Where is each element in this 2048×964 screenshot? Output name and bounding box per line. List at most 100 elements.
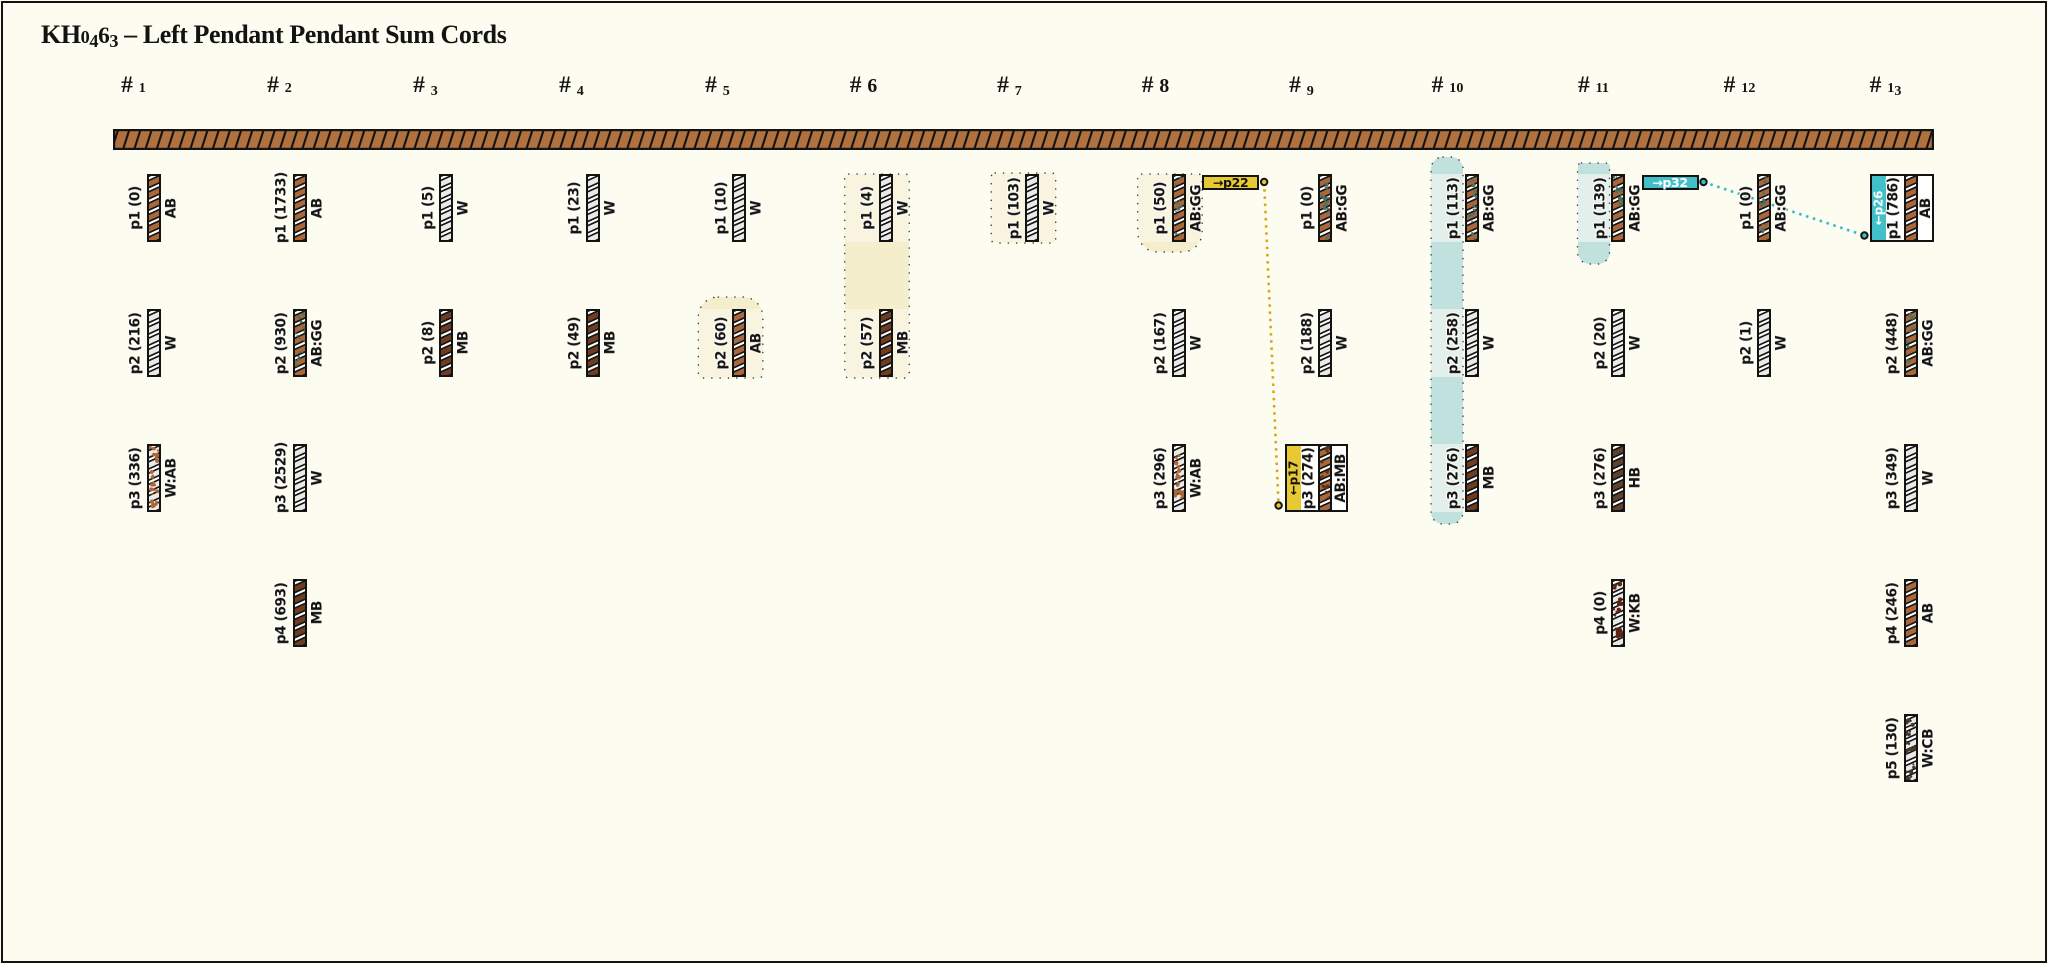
pendant-col9-p2-cord[interactable]: [1318, 309, 1333, 377]
pendant-col1-p3-label: p3 (336): [127, 447, 144, 509]
pendant-col3-p2-color-code: MB: [456, 331, 473, 355]
pendant-col4-p1-color-code: W: [602, 200, 619, 216]
column-header-1: # 1: [121, 72, 146, 98]
pendant-col13-p5-cord[interactable]: [1903, 714, 1918, 782]
column-header-12: # 12: [1723, 72, 1756, 98]
pendant-col13-p1-label: p1 (786): [1886, 177, 1903, 239]
connector-in-label: ←p26: [1871, 190, 1887, 226]
pendant-col13-p2-label: p2 (448): [1885, 312, 1902, 374]
pendant-col13-p4-label: p4 (246): [1885, 582, 1902, 644]
pendant-col4-p2-label: p2 (49): [567, 316, 584, 370]
pendant-col10-p3-color-code: MB: [1481, 466, 1498, 490]
pendant-col10-p3-label: p3 (276): [1445, 447, 1462, 509]
pendant-col1-p2-cord[interactable]: [146, 309, 161, 377]
connector-out-chip-p32[interactable]: →p32: [1641, 175, 1699, 190]
pendant-col5-p1-cord[interactable]: [732, 174, 747, 242]
pendant-col5-p2-color-code: AB: [749, 332, 766, 354]
pendant-col11-p3-color-code: HB: [1627, 467, 1644, 489]
pendant-col9-p2-color-code: W: [1334, 335, 1351, 351]
pendant-col12-p2-cord[interactable]: [1757, 309, 1772, 377]
pendant-col1-p1-label: p1 (0): [127, 186, 144, 230]
pendant-col4-p2-cord[interactable]: [585, 309, 600, 377]
pendant-col2-p2-label: p2 (930): [274, 312, 291, 374]
pendant-col6-p1-cord[interactable]: [878, 174, 893, 242]
column-header-13: # 13: [1869, 72, 1902, 100]
pendant-col6-p2-label: p2 (57): [860, 316, 876, 370]
pendant-col6-p2-cord[interactable]: [878, 309, 893, 377]
pendant-col11-p2-color-code: W: [1627, 335, 1644, 351]
connector-node: [1259, 177, 1269, 187]
pendant-col13-p2-cord[interactable]: [1903, 309, 1918, 377]
pendant-col5-p2-cord[interactable]: [732, 309, 747, 377]
column-header-7: # 7: [997, 72, 1022, 100]
pendant-col11-p4-cord[interactable]: [1611, 579, 1625, 647]
pendant-col9-p1-color-code: AB:GG: [1334, 184, 1351, 232]
pendant-col11-p3-label: p3 (276): [1592, 447, 1609, 509]
pendant-col13-p1-cord[interactable]: [1903, 174, 1918, 242]
pendant-col6-p1-label: p1 (4): [860, 186, 876, 230]
pendant-col7-p1-label: p1 (103): [1006, 177, 1023, 239]
pendant-col13-p5-color-code: W:CB: [1920, 728, 1937, 768]
pendant-col11-p4-color-code: W:KB: [1627, 593, 1644, 633]
pendant-col2-p1-cord[interactable]: [292, 174, 307, 242]
pendant-col11-p1-cord[interactable]: [1611, 174, 1625, 242]
pendant-col12-p1-cord[interactable]: [1757, 174, 1772, 242]
connector-node: [1274, 501, 1283, 510]
pendant-col2-p4-color-code: MB: [309, 601, 326, 625]
connector-out-chip-p22[interactable]: →p22: [1202, 175, 1260, 190]
pendant-col1-p1-cord[interactable]: [146, 174, 161, 242]
pendant-col8-p2-cord[interactable]: [1171, 309, 1186, 377]
pendant-col13-p2-color-code: AB:GG: [1920, 319, 1937, 367]
pendant-col8-p1-cord[interactable]: [1171, 174, 1186, 242]
pendant-col11-p2-cord[interactable]: [1611, 309, 1625, 377]
pendant-col9-p1-cord[interactable]: [1318, 174, 1333, 242]
pendant-col8-p3-cord[interactable]: [1171, 444, 1186, 512]
pendant-col7-p1-cord[interactable]: [1025, 174, 1040, 242]
pendant-col9-p3-color-code: AB:MB: [1332, 453, 1349, 503]
pendant-col2-p3-cord[interactable]: [292, 444, 307, 512]
pendant-col13-p4-cord[interactable]: [1903, 579, 1918, 647]
pendant-col8-p2-color-code: W: [1188, 335, 1205, 351]
pendant-col10-p1-cord[interactable]: [1464, 174, 1479, 242]
pendant-col11-p2-label: p2 (20): [1592, 316, 1609, 370]
pendant-col10-p2-cord[interactable]: [1464, 309, 1479, 377]
pendant-col11-p4-label: p4 (0): [1592, 591, 1609, 635]
connector-in-chip-p17[interactable]: ←p17: [1285, 446, 1301, 510]
pendant-col2-p1-label: p1 (1733): [274, 172, 291, 244]
pendant-col2-p2-cord[interactable]: [292, 309, 307, 377]
column-header-10: # 10: [1431, 72, 1464, 98]
pendant-col13-p1-color-code: AB: [1918, 197, 1935, 219]
pendant-col9-p3-cord[interactable]: [1318, 444, 1333, 512]
pendant-col4-p1-cord[interactable]: [585, 174, 600, 242]
pendant-col12-p2-color-code: W: [1774, 335, 1791, 351]
connector-in-chip-p26[interactable]: ←p26: [1871, 176, 1887, 240]
pendant-col2-p2-color-code: AB:GG: [309, 319, 326, 367]
column-header-5: # 5: [705, 72, 730, 100]
pendant-col13-p3-cord[interactable]: [1903, 444, 1918, 512]
primary-cord[interactable]: [113, 128, 1934, 150]
pendant-col13-p3-label: p3 (349): [1885, 447, 1902, 509]
column-header-11: # 11: [1578, 72, 1609, 98]
pendant-col8-p3-label: p3 (296): [1152, 447, 1169, 509]
pendant-col3-p2-cord[interactable]: [439, 309, 454, 377]
pendant-col7-p1-color-code: W: [1041, 200, 1058, 216]
pendant-col4-p1-label: p1 (23): [567, 181, 584, 235]
pendant-col5-p2-label: p2 (60): [713, 316, 730, 370]
diagram-title: KH0463 – Left Pendant Pendant Sum Cords: [41, 20, 507, 52]
column-header-8: # 8: [1141, 72, 1170, 98]
pendant-col13-p3-color-code: W: [1920, 470, 1937, 486]
pendant-col5-p1-label: p1 (10): [713, 181, 730, 235]
pendant-col3-p2-label: p2 (8): [420, 321, 437, 365]
pendant-col11-p3-cord[interactable]: [1611, 444, 1625, 512]
pendant-col4-p2-color-code: MB: [602, 331, 619, 355]
pendant-col3-p1-cord[interactable]: [439, 174, 454, 242]
pendant-col11-p1-label: p1 (139): [1592, 177, 1609, 239]
pendant-col1-p3-cord[interactable]: [146, 444, 161, 512]
pendant-col10-p3-cord[interactable]: [1464, 444, 1479, 512]
pendant-col2-p4-cord[interactable]: [292, 579, 307, 647]
connector-in-label: ←p17: [1285, 460, 1301, 496]
pendant-col1-p1-color-code: AB: [163, 197, 180, 219]
pendant-col3-p1-color-code: W: [456, 200, 473, 216]
pendant-col2-p1-color-code: AB: [309, 197, 326, 219]
pendant-col6-p2-color-code: MB: [895, 331, 912, 355]
